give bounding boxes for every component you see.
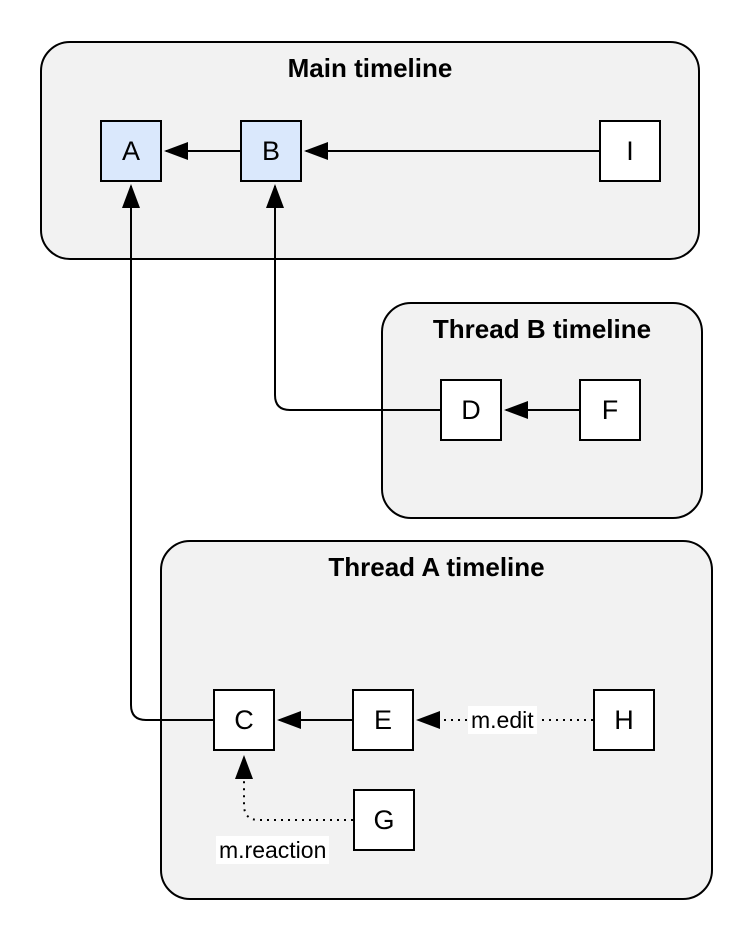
thread-b-timeline-title: Thread B timeline <box>432 314 652 344</box>
node-event-h: H <box>593 689 655 751</box>
main-timeline-title: Main timeline <box>287 53 453 83</box>
thread-a-timeline-title: Thread A timeline <box>328 552 545 582</box>
node-event-a: A <box>100 120 162 182</box>
node-event-i: I <box>599 120 661 182</box>
node-event-d: D <box>440 379 502 441</box>
edge-label-m-reaction: m.reaction <box>216 836 330 864</box>
node-event-e: E <box>352 689 414 751</box>
node-event-g: G <box>353 789 415 851</box>
node-event-c: C <box>213 689 275 751</box>
edge-label-m-edit: m.edit <box>468 706 537 734</box>
node-event-f: F <box>579 379 641 441</box>
node-event-b: B <box>240 120 302 182</box>
thread-b-timeline-container: Thread B timeline <box>381 302 703 519</box>
